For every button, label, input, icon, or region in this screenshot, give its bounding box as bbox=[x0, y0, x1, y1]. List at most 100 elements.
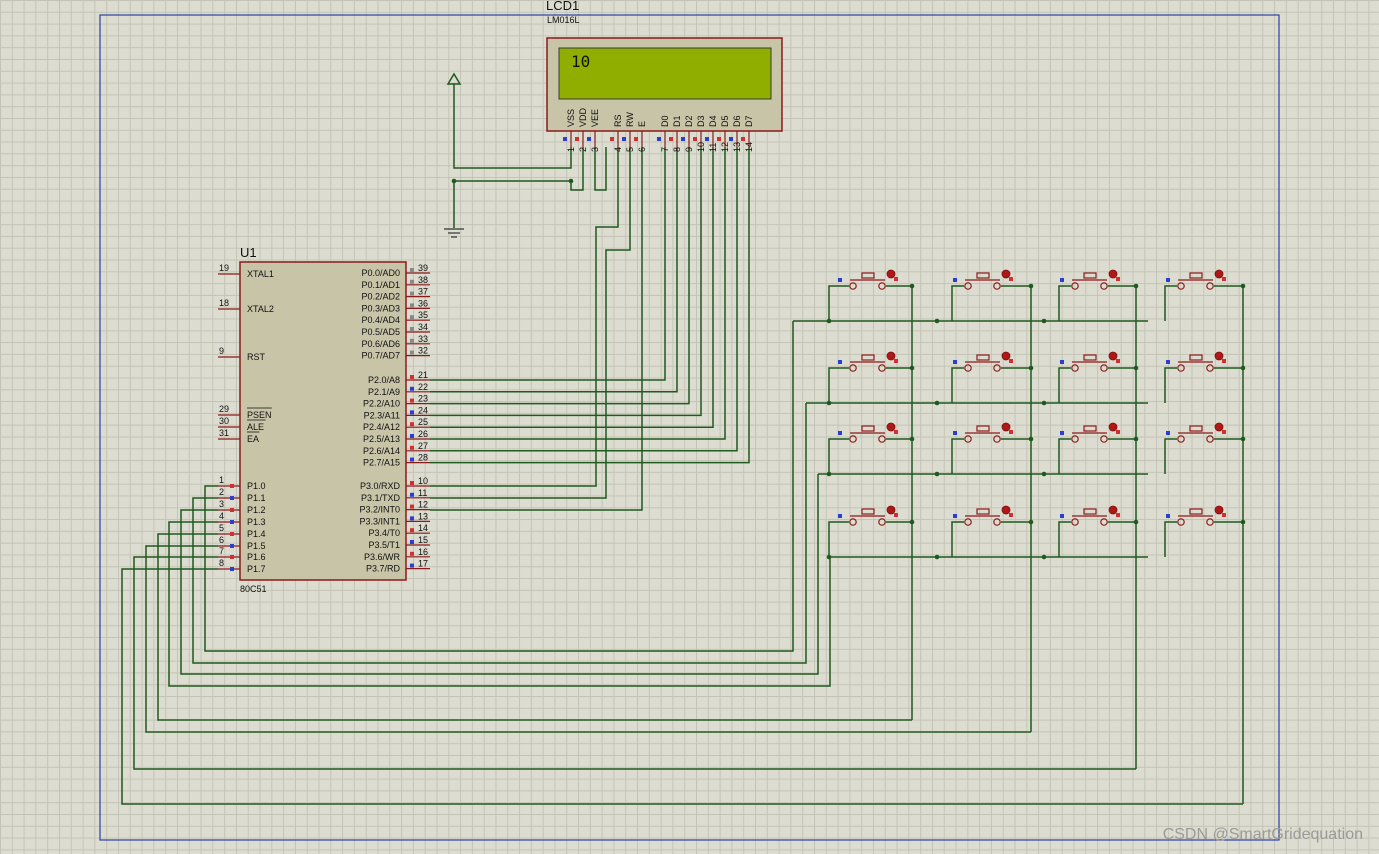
pin-state-marker bbox=[1009, 430, 1013, 434]
wiring bbox=[430, 84, 750, 511]
switch-indicator bbox=[886, 422, 896, 432]
switch-contact bbox=[1206, 435, 1214, 443]
mcu-pin-number: 37 bbox=[418, 287, 428, 297]
wire bbox=[430, 147, 690, 405]
junction bbox=[934, 471, 940, 477]
switch-contact bbox=[849, 435, 857, 443]
switch-contact bbox=[1177, 518, 1185, 526]
mcu-pin-number: 22 bbox=[418, 382, 428, 392]
pin-state-marker bbox=[410, 504, 414, 509]
mcu-pin-label: P1.0 bbox=[247, 481, 266, 491]
pin-state-marker bbox=[410, 481, 414, 485]
lcd-pin-number: 1 bbox=[566, 147, 576, 152]
pin-state-marker bbox=[410, 410, 414, 415]
keypad-button[interactable] bbox=[1166, 422, 1226, 443]
wire bbox=[951, 285, 964, 321]
pin-state-marker bbox=[894, 277, 898, 281]
keypad-button[interactable] bbox=[838, 422, 898, 443]
keypad-button[interactable] bbox=[1060, 269, 1120, 290]
pin-state-marker bbox=[693, 137, 697, 141]
junction bbox=[934, 318, 940, 324]
switch-plunger bbox=[861, 425, 875, 432]
lcd-part: LM016L bbox=[547, 15, 580, 25]
mcu-pin-label: P1.7 bbox=[247, 564, 266, 574]
keypad-button[interactable] bbox=[953, 351, 1013, 372]
pin-state-marker bbox=[1060, 514, 1064, 518]
keypad-button[interactable] bbox=[1060, 351, 1120, 372]
mcu-pin-number: 35 bbox=[418, 310, 428, 320]
pin-state-marker bbox=[410, 551, 414, 556]
junction bbox=[934, 554, 940, 560]
wire bbox=[168, 521, 831, 687]
keypad-button[interactable] bbox=[1166, 351, 1226, 372]
mcu-pin-label: P0.4/AD4 bbox=[361, 315, 400, 325]
mcu-pin-label: XTAL2 bbox=[247, 304, 274, 314]
mcu-pin-number: 4 bbox=[219, 511, 224, 521]
wire bbox=[430, 147, 726, 440]
wire bbox=[828, 438, 849, 474]
mcu-pin-number: 16 bbox=[418, 547, 428, 557]
switch-contact bbox=[1100, 282, 1108, 290]
keypad-button[interactable] bbox=[1166, 269, 1226, 290]
keypad-button[interactable] bbox=[1166, 505, 1226, 526]
pin-state-marker bbox=[410, 398, 414, 403]
pin-state-marker bbox=[669, 137, 673, 141]
wire bbox=[1164, 438, 1177, 474]
pin-state-marker bbox=[1222, 359, 1226, 363]
keypad-button[interactable] bbox=[1060, 505, 1120, 526]
pin-state-marker bbox=[230, 520, 234, 524]
keypad-button[interactable] bbox=[953, 505, 1013, 526]
switch-contact bbox=[993, 518, 1001, 526]
pin-state-marker bbox=[838, 514, 842, 518]
wire bbox=[1058, 285, 1071, 321]
mcu-pin-label: P3.2/INT0 bbox=[359, 505, 400, 515]
switch-contact bbox=[1177, 435, 1185, 443]
lcd-pin-number: 8 bbox=[672, 147, 682, 152]
pin-state-marker bbox=[410, 528, 414, 533]
switch-contact bbox=[964, 364, 972, 372]
keypad-button[interactable] bbox=[953, 422, 1013, 443]
keypad-button[interactable] bbox=[953, 269, 1013, 290]
switch-plunger bbox=[1189, 272, 1203, 279]
wire bbox=[192, 403, 807, 664]
mcu-pin-number: 9 bbox=[219, 346, 224, 356]
pin-state-marker bbox=[1009, 359, 1013, 363]
mcu-pin-number: 24 bbox=[418, 405, 428, 415]
lcd-pin-number: 6 bbox=[637, 147, 647, 152]
switch-indicator bbox=[1108, 269, 1118, 279]
mcu-pin-number: 29 bbox=[219, 404, 229, 414]
switch-contact bbox=[1071, 435, 1079, 443]
keypad-button[interactable] bbox=[838, 505, 898, 526]
lcd-module[interactable]: LCD1 LM016L 10 VSS1VDD2VEE3RS4RW5E6D07D1… bbox=[546, 0, 783, 152]
junction bbox=[568, 178, 574, 184]
pin-state-marker bbox=[1060, 360, 1064, 364]
switch-contact bbox=[1071, 518, 1079, 526]
keypad-4x4 bbox=[838, 269, 1226, 526]
mcu-pin-number: 30 bbox=[219, 416, 229, 426]
mcu-80c51[interactable]: U1 80C51 XTAL119XTAL218RST9PSEN29ALE30EA… bbox=[218, 245, 430, 594]
junction bbox=[934, 400, 940, 406]
pin-state-marker bbox=[410, 492, 414, 497]
junction bbox=[451, 178, 457, 184]
pin-state-marker bbox=[729, 137, 733, 141]
pin-state-marker bbox=[705, 137, 709, 141]
switch-indicator bbox=[1214, 422, 1224, 432]
junction bbox=[826, 471, 832, 477]
keypad-button[interactable] bbox=[1060, 422, 1120, 443]
mcu-pin-number: 23 bbox=[418, 394, 428, 404]
mcu-pin-label: P3.1/TXD bbox=[361, 493, 401, 503]
lcd-pin-label: E bbox=[637, 121, 647, 127]
switch-indicator bbox=[886, 269, 896, 279]
lcd-pin-label: D4 bbox=[708, 115, 718, 127]
lcd-pin-number: 14 bbox=[744, 142, 754, 152]
pin-state-marker bbox=[230, 544, 234, 548]
keypad-button[interactable] bbox=[838, 269, 898, 290]
pin-state-marker bbox=[1166, 514, 1170, 518]
pin-state-marker bbox=[410, 315, 414, 320]
lcd-pin-label: VDD bbox=[578, 107, 588, 127]
lcd-pin-number: 2 bbox=[578, 147, 588, 152]
wire bbox=[133, 556, 1136, 770]
wire bbox=[145, 545, 1031, 733]
keypad-button[interactable] bbox=[838, 351, 898, 372]
pin-state-marker bbox=[681, 137, 685, 141]
